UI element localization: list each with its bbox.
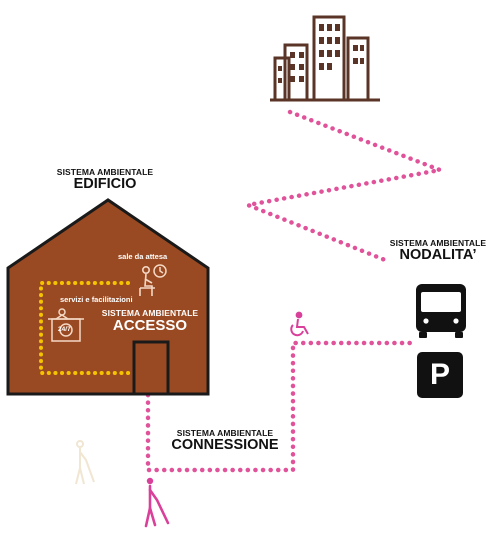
label-connessione-big: CONNESSIONE (171, 436, 279, 453)
blind-person-icon (144, 477, 170, 528)
parking-icon (417, 352, 463, 398)
faint-blind-person-icon (75, 440, 95, 485)
label-accesso: SISTEMA AMBIENTALE ACCESSO (95, 309, 205, 334)
label-24-7: 24/7 (58, 326, 71, 333)
label-accesso-small: SISTEMA AMBIENTALE (101, 308, 199, 318)
parking-letter: P (429, 358, 450, 391)
wheelchair-icon (290, 311, 309, 337)
clock-icon (153, 264, 167, 278)
city-icon (270, 15, 380, 102)
label-edificio-big: EDIFICIO (73, 175, 137, 192)
label-sale-attesa: sale da attesa (118, 252, 168, 261)
label-connessione: SISTEMA AMBIENTALE CONNESSIONE (160, 429, 290, 453)
route-accesso (39, 281, 136, 375)
route-nodalita (239, 109, 449, 265)
reception-desk-icon (48, 308, 84, 342)
label-edificio-small: SISTEMA AMBIENTALE (56, 167, 154, 177)
waiting-person-icon (139, 265, 155, 296)
label-servizi: servizi e facilitazioni (60, 295, 133, 304)
bus-icon (416, 284, 466, 338)
label-nodalita-big: NODALITA’ (399, 246, 477, 263)
label-nodalita-small: SISTEMA AMBIENTALE (389, 238, 487, 248)
label-edificio: SISTEMA AMBIENTALE EDIFICIO (45, 168, 165, 192)
label-accesso-big: ACCESSO (112, 316, 188, 334)
label-connessione-small: SISTEMA AMBIENTALE (176, 428, 274, 438)
route-connessione (145, 340, 415, 473)
label-nodalita: SISTEMA AMBIENTALE NODALITA’ (380, 239, 496, 263)
door (132, 340, 170, 396)
